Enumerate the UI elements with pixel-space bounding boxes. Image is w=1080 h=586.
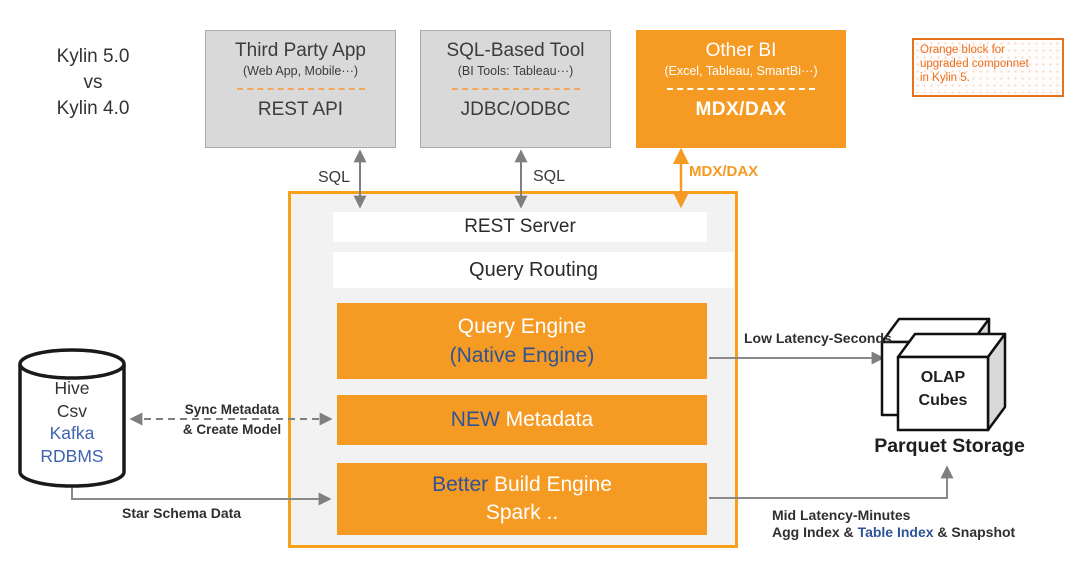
sync-metadata-label-line1: Sync Metadata xyxy=(184,402,280,417)
build-label: Build Engine xyxy=(488,473,612,496)
mid-latency-label: Mid Latency-Minutes xyxy=(772,507,911,523)
note-line: Orange block for xyxy=(920,44,1006,56)
metadata-label: Metadata xyxy=(499,408,594,431)
mid-latency-arrow xyxy=(709,465,954,499)
query-routing-bar: Query Routing xyxy=(333,252,734,288)
datasource-hive: Hive xyxy=(54,378,90,398)
rest-server-bar: REST Server xyxy=(333,212,707,242)
mdx-dax-label: MDX/DAX xyxy=(689,163,759,180)
legend-note: Orange block for upgraded componnet in K… xyxy=(912,38,1064,97)
olap-label-line1: OLAP xyxy=(920,369,966,386)
box-subtitle: (Excel, Tableau, SmartBi···) xyxy=(664,64,818,78)
metadata-bar: NEW Metadata xyxy=(337,395,707,445)
diagram-title: Kylin 5.0 vs Kylin 4.0 xyxy=(28,44,158,122)
low-latency-label: Low Latency-Seconds xyxy=(744,330,892,346)
build-engine-bar: Better Build Engine Spark .. xyxy=(337,463,707,535)
title-line-kylin5: Kylin 5.0 xyxy=(56,46,130,67)
box-title: Other BI xyxy=(705,40,777,61)
metadata-highlight: NEW xyxy=(450,408,500,431)
box-protocol: REST API xyxy=(257,99,344,120)
box-other-bi: Other BI (Excel, Tableau, SmartBi···) MD… xyxy=(636,30,846,148)
olap-cubes-label: OLAP Cubes xyxy=(898,366,988,412)
datasource-rdbms: RDBMS xyxy=(40,445,104,466)
agg-index-label: Agg Index & Table Index & Snapshot xyxy=(772,524,1015,540)
agg-prefix: Agg Index & xyxy=(772,524,858,540)
sync-metadata-label-line2: & Create Model xyxy=(182,422,282,437)
query-engine-bar: Query Engine (Native Engine) xyxy=(337,303,707,379)
parquet-storage-label: Parquet Storage xyxy=(874,435,1025,457)
build-engine-subtitle: Spark .. xyxy=(485,501,559,524)
dashed-divider xyxy=(667,88,815,90)
title-line-kylin4: Kylin 4.0 xyxy=(56,98,130,119)
box-third-party-app: Third Party App (Web App, Mobile···) RES… xyxy=(205,30,396,148)
query-engine-title: Query Engine xyxy=(457,315,587,338)
dashed-divider xyxy=(451,88,580,90)
box-title: SQL-Based Tool xyxy=(446,40,585,61)
sql-label-mid: SQL xyxy=(533,168,566,185)
olap-label-line2: Cubes xyxy=(918,392,968,409)
datasource-labels: Hive Csv Kafka RDBMS xyxy=(20,377,124,467)
note-line: upgraded componnet xyxy=(920,58,1029,70)
agg-suffix: & Snapshot xyxy=(933,524,1016,540)
build-engine-title: Better Build Engine xyxy=(337,471,707,499)
native-engine-label: (Native Engine) xyxy=(449,344,595,367)
table-index-highlight: Table Index xyxy=(857,524,934,540)
box-protocol: JDBC/ODBC xyxy=(460,99,571,120)
build-highlight: Better xyxy=(432,473,489,496)
datasource-csv: Csv xyxy=(56,400,88,421)
datasource-kafka: Kafka xyxy=(49,423,95,443)
note-line: in Kylin 5. xyxy=(920,72,970,84)
box-subtitle: (BI Tools: Tableau···) xyxy=(457,64,574,78)
box-title: Third Party App xyxy=(235,40,366,61)
title-line-vs: vs xyxy=(83,72,103,93)
box-sql-based-tool: SQL-Based Tool (BI Tools: Tableau···) JD… xyxy=(420,30,611,148)
sql-label-left: SQL xyxy=(318,169,351,186)
box-protocol: MDX/DAX xyxy=(695,99,787,120)
dashed-divider xyxy=(236,88,365,90)
box-subtitle: (Web App, Mobile···) xyxy=(242,64,359,78)
star-schema-label: Star Schema Data xyxy=(122,505,242,521)
